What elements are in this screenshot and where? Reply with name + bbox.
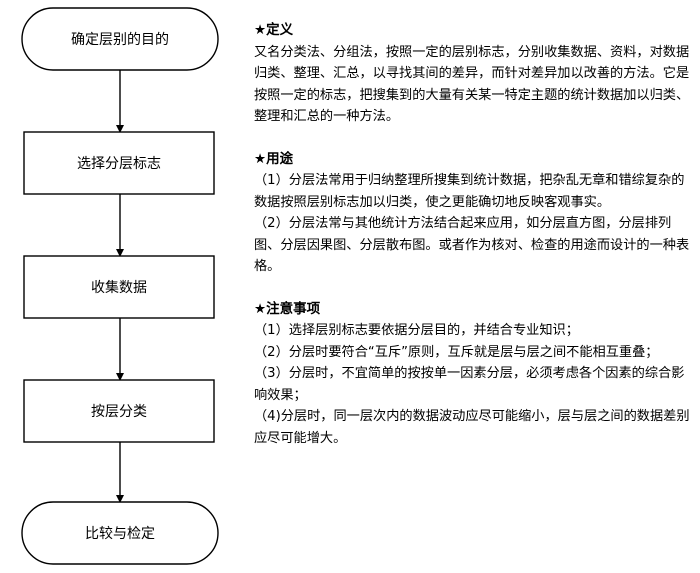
flow-node-shape <box>21 7 219 71</box>
flow-node-label: 按层分类 <box>91 404 147 420</box>
notes-paragraph-1: （1）选择层别标志要依据分层目的，并结合专业知识； <box>254 323 579 338</box>
info-panel: ★定义 又名分类法、分组法，按照一定的层别标志，分别收集数据、资料，对数据归类、… <box>254 20 694 470</box>
flow-node-label: 收集数据 <box>91 279 147 296</box>
flow-node-4: 按层分类 <box>23 379 215 443</box>
definition-section: ★定义 又名分类法、分组法，按照一定的层别标志，分别收集数据、资料，对数据归类、… <box>254 20 694 128</box>
flow-node-shape <box>23 255 215 319</box>
notes-heading: ★注意事项 <box>254 300 321 317</box>
flow-node-5: 比较与检定 <box>21 501 219 565</box>
usage-paragraph-1: （1）分层法常用于归纳整理所搜集到统计数据，把杂乱无章和错综复杂的数据按照层别标… <box>254 173 685 210</box>
flow-node-1: 确定层别的目的 <box>21 7 219 71</box>
definition-paragraph: 又名分类法、分组法，按照一定的层别标志，分别收集数据、资料，对数据归类、整理、汇… <box>254 44 690 125</box>
usage-paragraph-2: （2）分层法常与其他统计方法结合起来应用，如分层直方图，分层排列图、分层因果图、… <box>254 216 690 274</box>
flow-node-label: 比较与检定 <box>85 526 155 542</box>
definition-heading: ★定义 <box>254 22 294 38</box>
usage-section: ★用途 （1）分层法常用于归纳整理所搜集到统计数据，把杂乱无章和错综复杂的数据按… <box>254 149 694 278</box>
flow-node-2: 选择分层标志 <box>23 131 215 195</box>
flow-node-label: 确定层别的目的 <box>71 32 169 48</box>
flow-node-3: 收集数据 <box>23 255 215 319</box>
notes-paragraph-4: （4)分层时，同一层次内的数据波动应尽可能缩小，层与层之间的数据差别应尽可能增大… <box>254 409 690 446</box>
notes-paragraph-3: （3）分层时，不宜简单的按按单一因素分层，必须考虑各个因素的综合影响效果； <box>254 366 685 403</box>
flow-node-shape <box>23 131 215 195</box>
flow-node-shape <box>21 501 219 565</box>
notes-paragraph-2: （2）分层时要符合“互斥”原则，互斥就是层与层之间不能相互重叠； <box>254 344 659 360</box>
flow-node-label: 选择分层标志 <box>77 156 161 172</box>
usage-heading: ★用途 <box>254 150 294 167</box>
flow-node-shape <box>23 379 215 443</box>
notes-section: ★注意事项 （1）选择层别标志要依据分层目的，并结合专业知识； （2）分层时要符… <box>254 299 694 450</box>
